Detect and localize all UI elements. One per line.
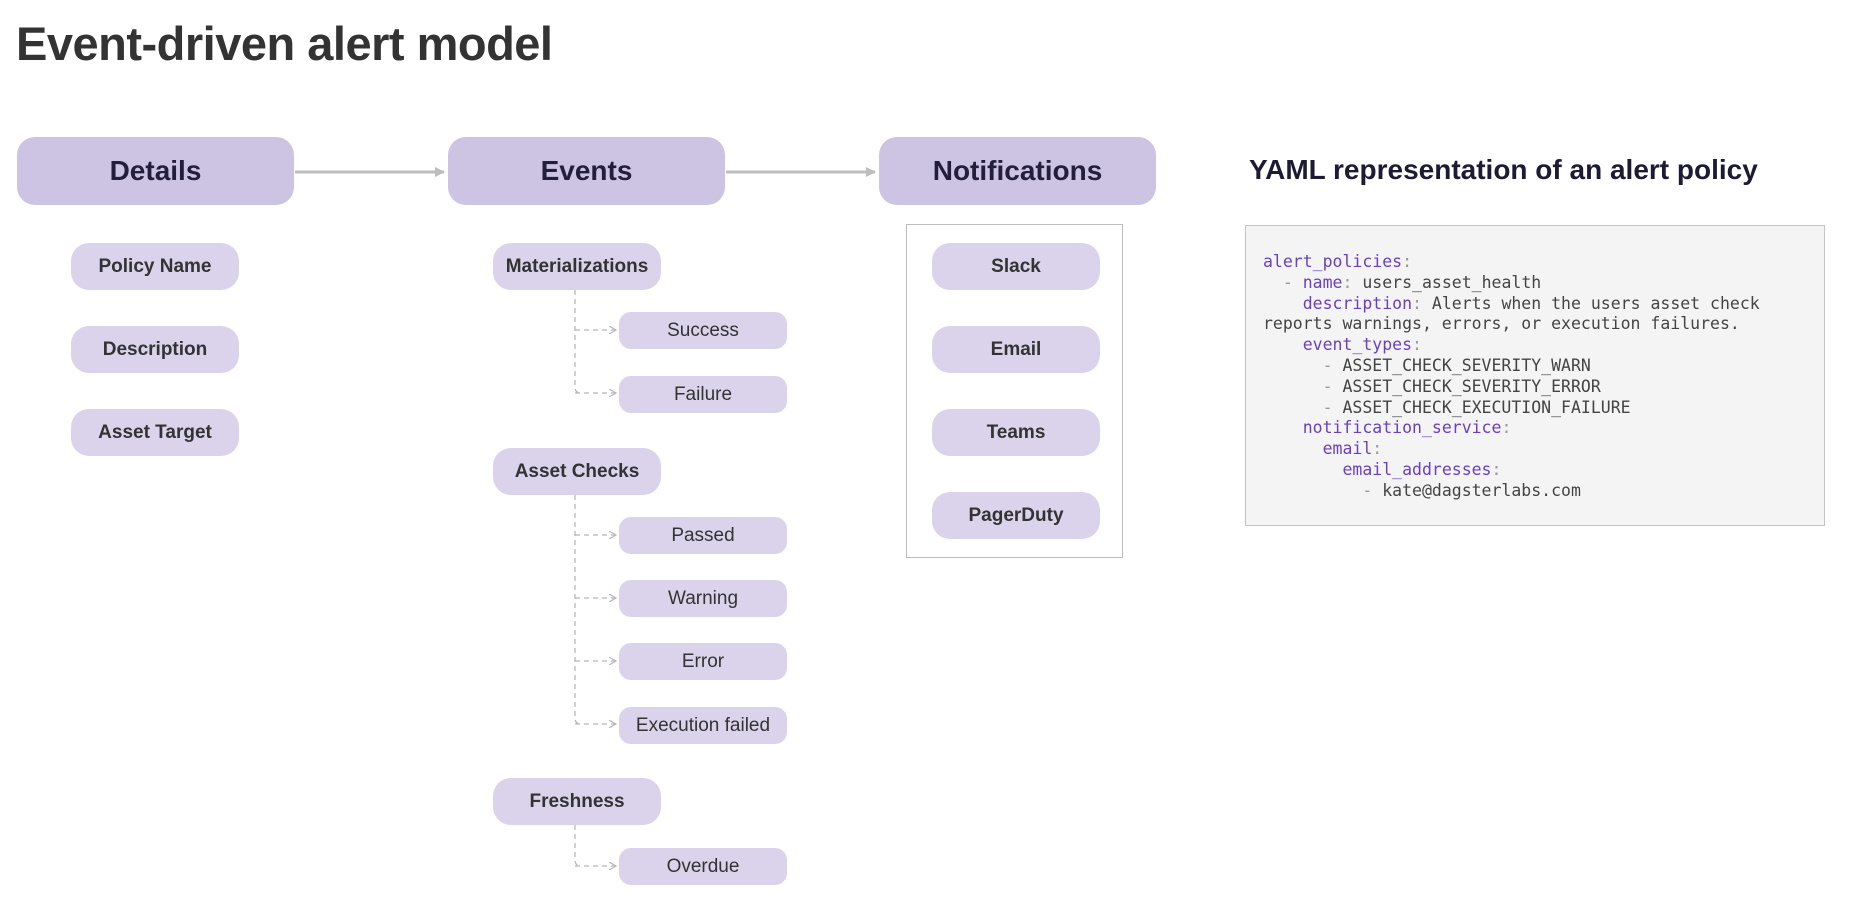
events-header: Events — [448, 137, 725, 205]
yaml-code-block[interactable]: alert_policies: - name: users_asset_heal… — [1245, 225, 1825, 526]
yaml-punct: : — [1372, 439, 1383, 459]
tree-trunk-freshness — [574, 825, 582, 867]
yaml-value: kate@dagsterlabs.com — [1382, 480, 1581, 500]
event-freshness-overdue[interactable]: Overdue — [619, 848, 787, 885]
yaml-indent — [1263, 439, 1323, 458]
yaml-dash: - — [1322, 376, 1343, 396]
yaml-indent — [1263, 294, 1303, 313]
notification-slack[interactable]: Slack — [932, 243, 1100, 290]
yaml-key: name — [1302, 272, 1343, 292]
yaml-heading: YAML representation of an alert policy — [1249, 154, 1758, 185]
yaml-dash: - — [1362, 480, 1383, 500]
yaml-dash: - — [1322, 355, 1343, 375]
yaml-line: notification_service: — [1263, 418, 1824, 439]
yaml-indent — [1263, 418, 1303, 437]
yaml-value: ASSET_CHECK_SEVERITY_WARN — [1342, 355, 1591, 375]
yaml-key: alert_policies — [1263, 252, 1403, 271]
yaml-line: event_types: — [1263, 335, 1824, 356]
yaml-key: description — [1302, 293, 1413, 313]
yaml-indent — [1263, 481, 1362, 500]
yaml-line: email: — [1263, 439, 1824, 460]
notification-email[interactable]: Email — [932, 326, 1100, 373]
yaml-dash: - — [1322, 397, 1343, 417]
yaml-key: notification_service — [1302, 418, 1502, 438]
yaml-punct: : — [1501, 418, 1512, 438]
notification-pagerduty[interactable]: PagerDuty — [932, 492, 1100, 539]
yaml-key: email — [1322, 439, 1373, 459]
yaml-value: ASSET_CHECK_EXECUTION_FAILURE — [1342, 397, 1631, 417]
yaml-punct: : — [1491, 459, 1502, 479]
yaml-line: - kate@dagsterlabs.com — [1263, 481, 1824, 502]
yaml-value: reports warnings, errors, or execution f… — [1263, 314, 1740, 334]
yaml-indent — [1263, 356, 1323, 375]
page-title: Event-driven alert model — [16, 17, 553, 70]
details-header: Details — [17, 137, 294, 205]
event-asset-checks-warning[interactable]: Warning — [619, 580, 787, 617]
yaml-value: users_asset_health — [1362, 272, 1542, 292]
yaml-line: alert_policies: — [1263, 252, 1824, 273]
details-item-policy-name[interactable]: Policy Name — [71, 243, 239, 290]
yaml-value: ASSET_CHECK_SEVERITY_ERROR — [1342, 376, 1601, 396]
yaml-indent — [1263, 460, 1342, 479]
yaml-line: reports warnings, errors, or execution f… — [1263, 314, 1824, 335]
details-item-asset-target[interactable]: Asset Target — [71, 409, 239, 456]
yaml-punct: : — [1412, 293, 1432, 313]
yaml-punct: : — [1402, 252, 1413, 271]
yaml-punct: : — [1342, 272, 1363, 292]
yaml-line: - ASSET_CHECK_SEVERITY_WARN — [1263, 356, 1824, 377]
notification-teams[interactable]: Teams — [932, 409, 1100, 456]
event-asset-checks-execution-failed[interactable]: Execution failed — [619, 707, 787, 744]
notifications-header: Notifications — [879, 137, 1156, 205]
event-group-freshness[interactable]: Freshness — [493, 778, 661, 825]
event-materializations-success[interactable]: Success — [619, 312, 787, 349]
yaml-key: email_addresses — [1342, 459, 1492, 479]
yaml-punct: : — [1412, 335, 1422, 355]
yaml-line: email_addresses: — [1263, 460, 1824, 481]
yaml-dash: - — [1282, 272, 1303, 292]
yaml-line: - ASSET_CHECK_EXECUTION_FAILURE — [1263, 398, 1824, 419]
yaml-line: - name: users_asset_health — [1263, 273, 1824, 294]
tree-trunk-materializations — [574, 290, 582, 394]
yaml-value: Alerts when the users asset check — [1431, 293, 1760, 313]
yaml-indent — [1263, 273, 1283, 292]
yaml-line: - ASSET_CHECK_SEVERITY_ERROR — [1263, 377, 1824, 398]
event-asset-checks-passed[interactable]: Passed — [619, 517, 787, 554]
yaml-indent — [1263, 335, 1303, 354]
yaml-key: event_types — [1302, 335, 1413, 355]
event-group-asset-checks[interactable]: Asset Checks — [493, 448, 661, 495]
event-asset-checks-error[interactable]: Error — [619, 643, 787, 680]
event-materializations-failure[interactable]: Failure — [619, 376, 787, 413]
details-item-description[interactable]: Description — [71, 326, 239, 373]
tree-trunk-asset-checks — [574, 495, 582, 725]
yaml-indent — [1263, 398, 1323, 417]
yaml-line: description: Alerts when the users asset… — [1263, 294, 1824, 315]
yaml-indent — [1263, 377, 1323, 396]
event-group-materializations[interactable]: Materializations — [493, 243, 661, 290]
